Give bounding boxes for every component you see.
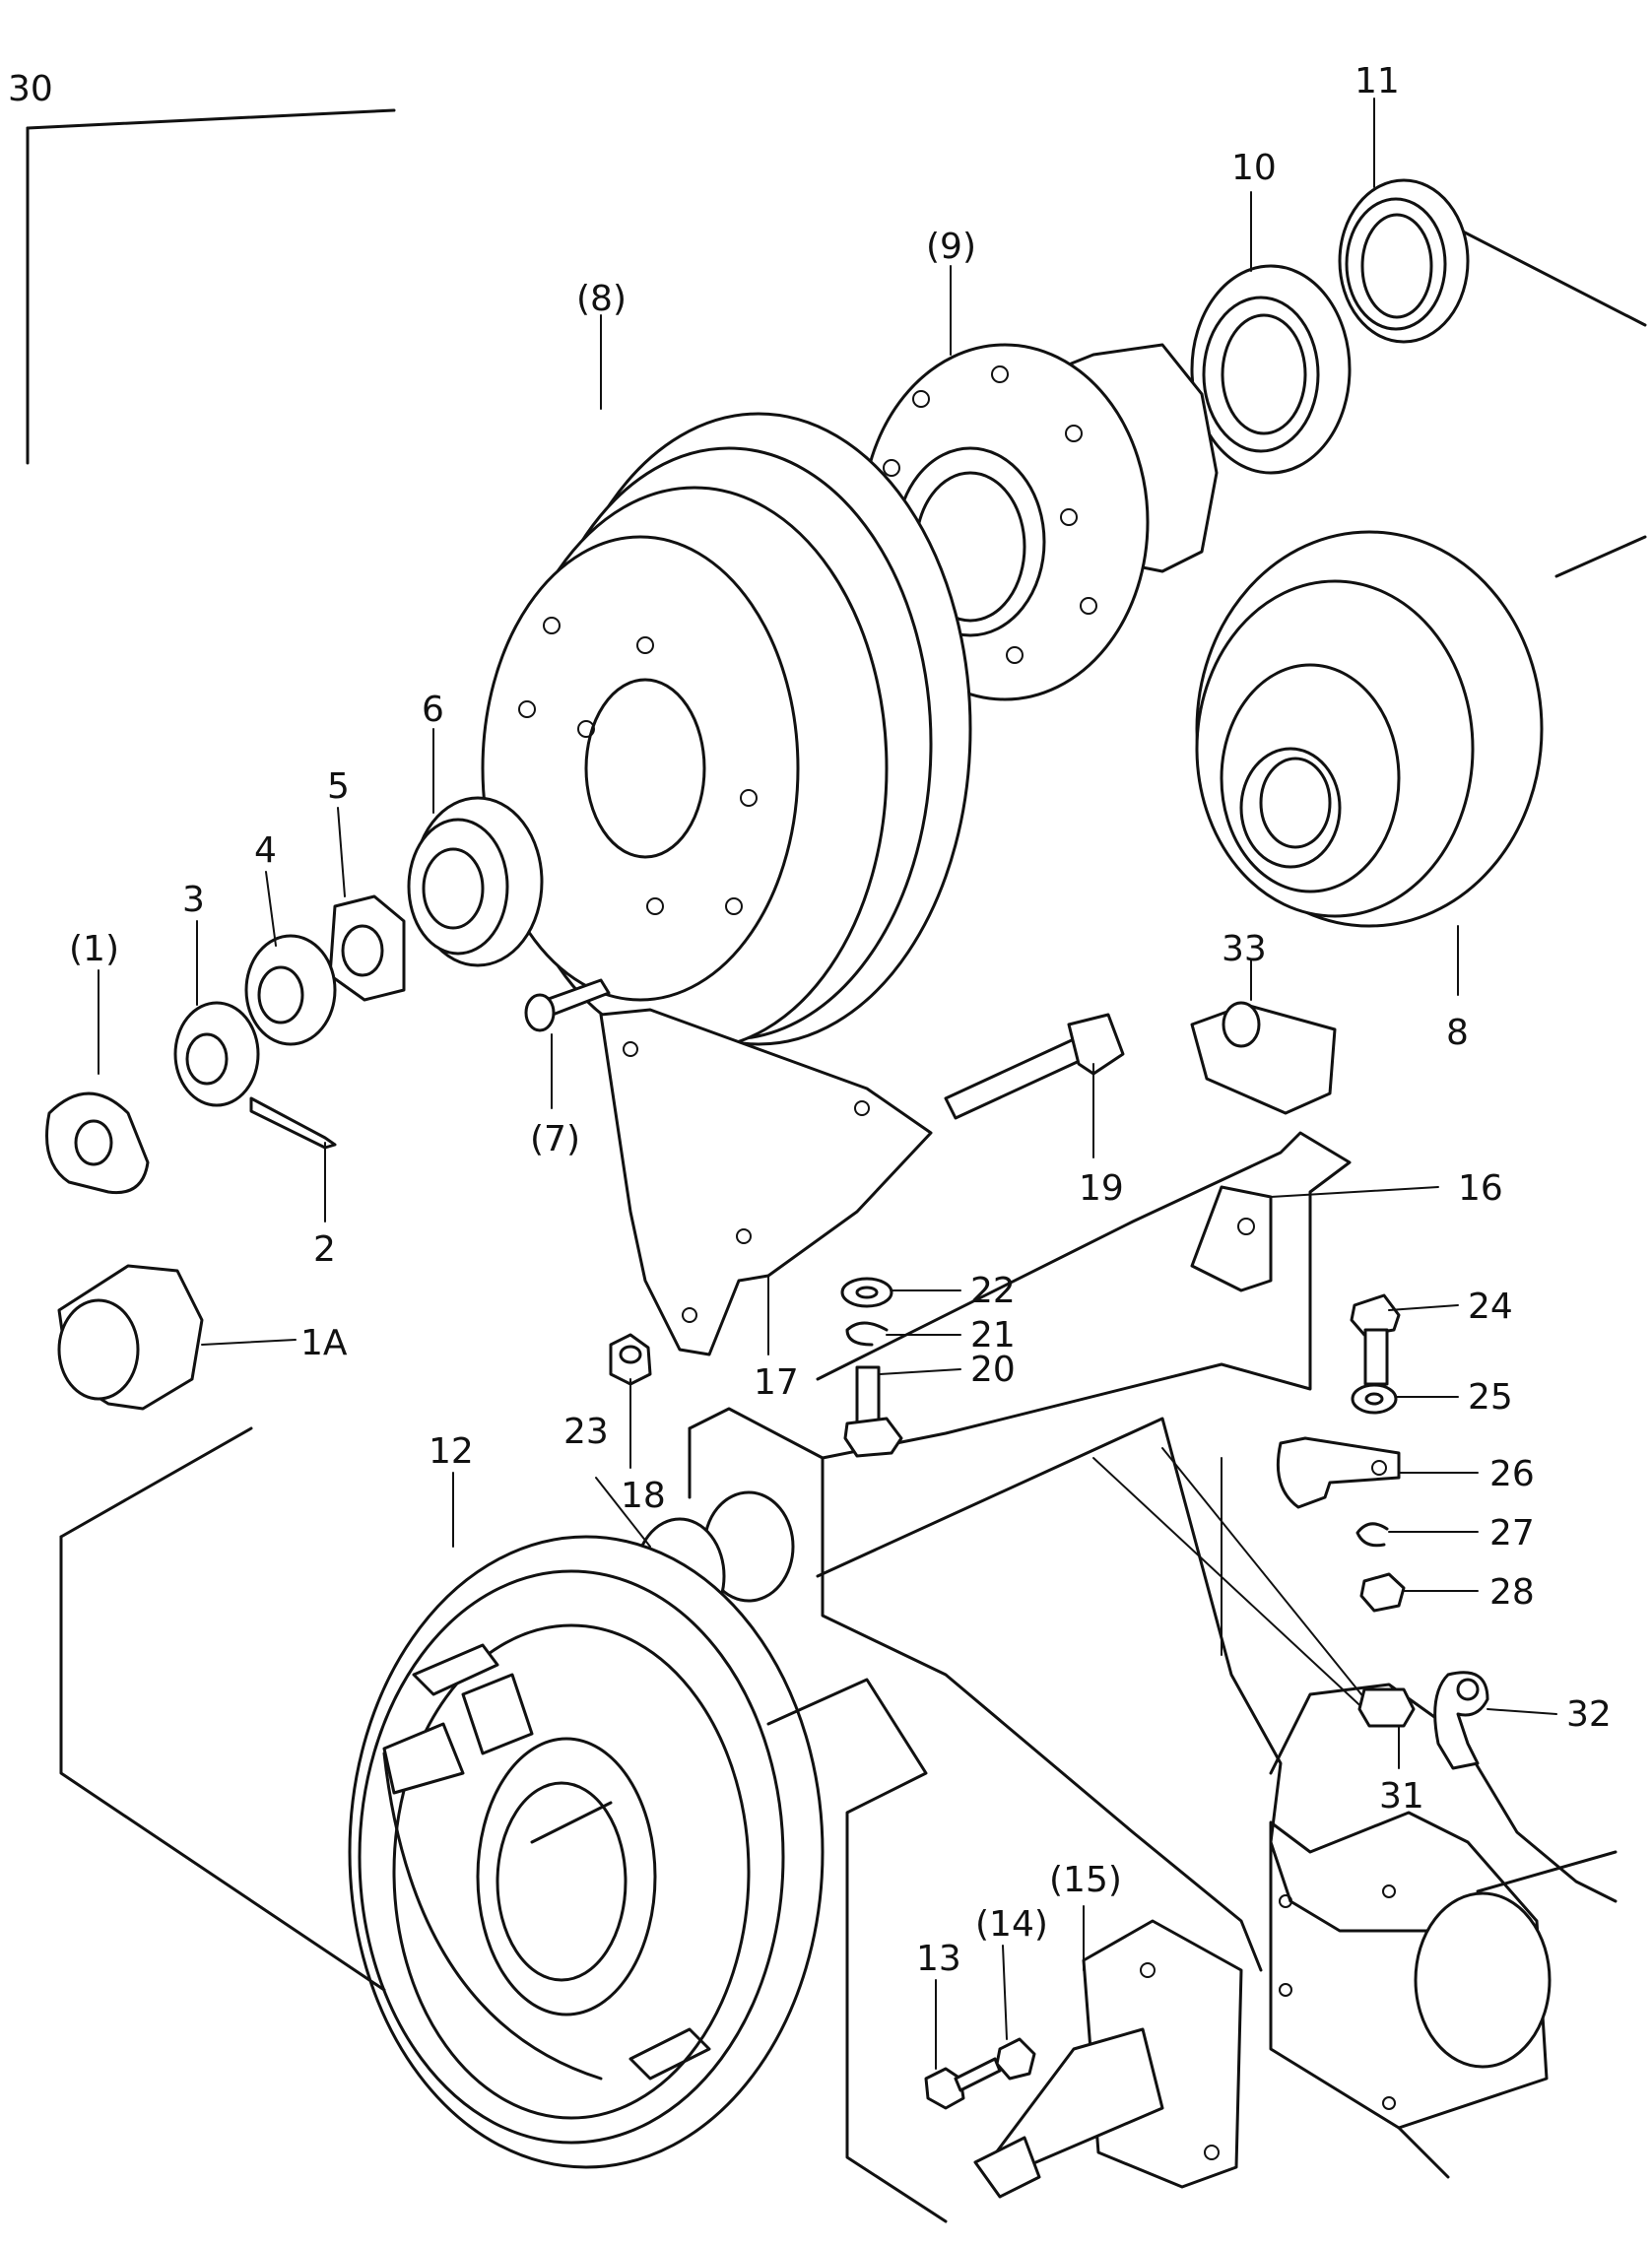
tab-16	[1190, 1185, 1273, 1292]
label-8b: 8	[1446, 1013, 1469, 1053]
label-1: (1)	[69, 929, 119, 969]
label-7: (7)	[530, 1119, 580, 1159]
label-9: (9)	[926, 227, 976, 267]
label-25: 25	[1468, 1377, 1513, 1418]
label-3: 3	[182, 880, 205, 920]
group-30-bracket	[26, 108, 396, 465]
label-30: 30	[8, 69, 53, 109]
brake-drum-rear	[1195, 530, 1544, 928]
label-8: (8)	[576, 279, 627, 319]
spring-washer-21	[845, 1321, 889, 1347]
screw-7	[524, 978, 611, 1032]
nut-28	[1359, 1572, 1406, 1613]
bolt-20	[843, 1365, 903, 1458]
label-10: 10	[1231, 148, 1277, 188]
label-13: 13	[916, 1939, 961, 1979]
nut-18	[609, 1333, 652, 1386]
label-14: (14)	[975, 1904, 1048, 1945]
label-24: 24	[1468, 1287, 1513, 1327]
label-4: 4	[254, 830, 277, 871]
label-26: 26	[1489, 1454, 1535, 1494]
label-20: 20	[970, 1350, 1016, 1390]
hub-cap-1	[45, 1091, 150, 1195]
king-pin-15	[973, 1919, 1243, 2199]
clamp-26	[1276, 1436, 1401, 1509]
label-1a: 1A	[300, 1323, 348, 1363]
label-11: 11	[1355, 61, 1400, 101]
label-27: 27	[1489, 1513, 1535, 1553]
label-5: 5	[327, 766, 350, 807]
lock-nut-14	[995, 2037, 1036, 2081]
label-15: (15)	[1049, 1860, 1122, 1900]
clip-33	[1190, 1001, 1337, 1115]
bolt-24	[1350, 1293, 1401, 1386]
washer-5	[328, 894, 406, 1002]
bearing-6	[407, 796, 544, 967]
seal-11	[1338, 178, 1470, 344]
frame-lines	[59, 1426, 948, 2223]
leader-lines	[98, 98, 1557, 2070]
label-18: 18	[621, 1476, 666, 1516]
label-28: 28	[1489, 1572, 1535, 1613]
bearing-10	[1190, 264, 1352, 475]
bolt-13	[924, 2057, 1002, 2110]
axle-housing	[688, 230, 1647, 2179]
brake-drum-8	[481, 412, 972, 1051]
cotter-pin-2	[249, 1096, 337, 1150]
lock-washer-27	[1355, 1522, 1389, 1548]
label-22: 22	[970, 1271, 1016, 1311]
castle-nut-3	[173, 1001, 260, 1107]
washer-25	[1351, 1383, 1398, 1415]
label-32: 32	[1566, 1694, 1612, 1735]
clip-32	[1433, 1671, 1489, 1770]
bolt-19	[944, 1013, 1125, 1120]
nut-4	[244, 934, 337, 1046]
label-21: 21	[970, 1315, 1016, 1355]
label-16: 16	[1458, 1168, 1503, 1209]
label-12: 12	[429, 1431, 474, 1472]
brake-backing-plate-12	[348, 1535, 825, 2169]
label-19: 19	[1079, 1168, 1124, 1209]
label-17: 17	[754, 1362, 799, 1403]
label-31: 31	[1379, 1776, 1424, 1817]
bracket-17	[599, 1008, 933, 1356]
label-33: 33	[1222, 929, 1267, 969]
label-6: 6	[422, 690, 444, 730]
label-2: 2	[313, 1229, 336, 1270]
label-23: 23	[563, 1412, 609, 1452]
fitting-31	[1357, 1687, 1416, 1728]
part-labels: 30 11 10 (9) (8) 6 5 4 3 (1) 2 1A (7) 33…	[8, 61, 1612, 1979]
washer-22	[840, 1277, 893, 1308]
hub-cap-1a	[57, 1264, 204, 1411]
